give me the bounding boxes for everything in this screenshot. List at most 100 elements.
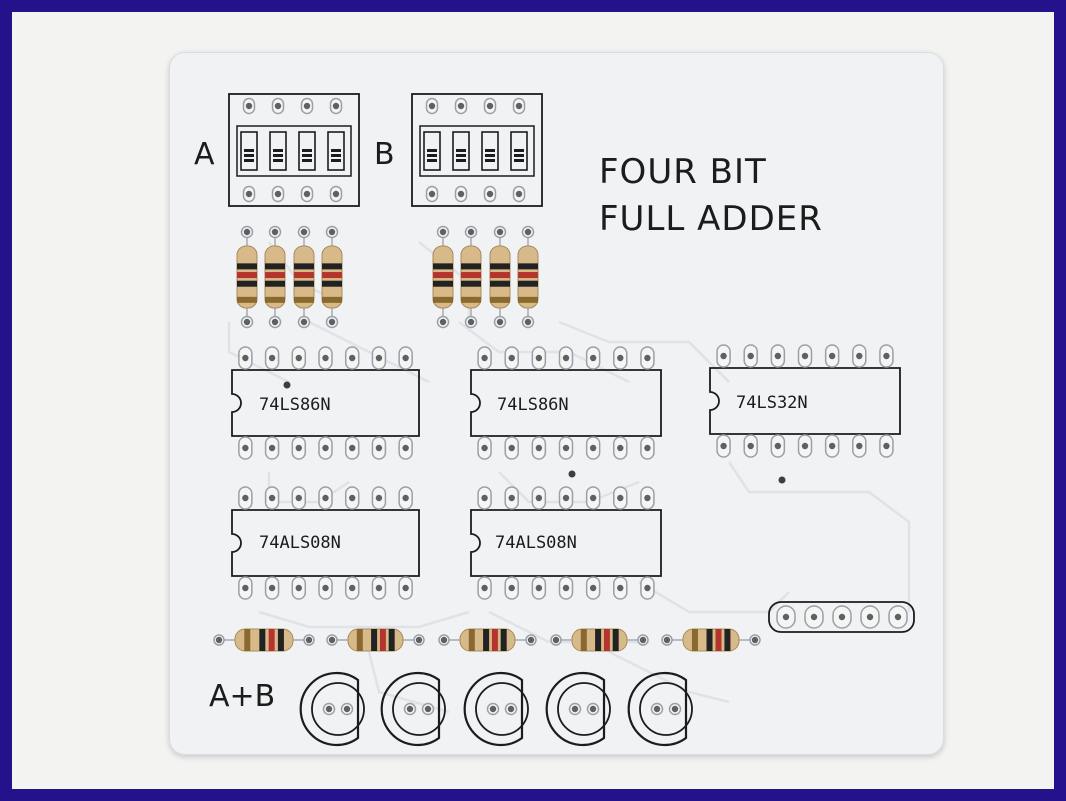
switch-toggle bbox=[298, 131, 316, 171]
solder-pad-hole bbox=[527, 636, 535, 644]
resistor-band bbox=[356, 629, 363, 651]
via bbox=[778, 476, 786, 484]
switch-toggle-mark bbox=[514, 149, 524, 152]
switch-toggle-mark bbox=[485, 149, 495, 152]
solder-pad-hole bbox=[415, 636, 423, 644]
resistor-led bbox=[444, 628, 531, 652]
switch-toggle-mark bbox=[244, 159, 254, 162]
chip-footprint-74ls86n-2 bbox=[470, 369, 662, 437]
solder-pad-hole bbox=[428, 102, 436, 110]
solder-pad-hole bbox=[322, 494, 329, 502]
solder-pad-hole bbox=[644, 444, 651, 452]
solder-pad-hole bbox=[243, 228, 251, 236]
solder-pad-hole bbox=[747, 352, 754, 360]
led-ring bbox=[392, 682, 446, 736]
resistor-band bbox=[268, 629, 275, 651]
resistor-input-b bbox=[489, 232, 511, 322]
solder-pad-hole bbox=[375, 354, 383, 362]
resistor-band bbox=[518, 280, 538, 287]
chip-footprint-74ls86n-1 bbox=[231, 369, 420, 437]
resistor-band bbox=[603, 629, 610, 651]
solder-pad-hole bbox=[402, 444, 409, 452]
solder-pad-hole bbox=[343, 705, 351, 713]
switch-toggle-mark bbox=[485, 154, 495, 157]
solder-pad-hole bbox=[245, 102, 253, 110]
solder-pad-hole bbox=[552, 636, 560, 644]
solder-pad-hole bbox=[439, 228, 447, 236]
resistor-band bbox=[612, 629, 619, 651]
resistor-band bbox=[490, 263, 510, 270]
resistor-band bbox=[244, 629, 251, 651]
resistor-band bbox=[294, 296, 314, 303]
resistor-led bbox=[332, 628, 419, 652]
copper-trace bbox=[638, 580, 790, 614]
solder-pad-hole bbox=[883, 352, 890, 360]
solder-pad-hole bbox=[486, 190, 494, 198]
switch-toggle-mark bbox=[456, 154, 466, 157]
chip-outline bbox=[470, 369, 662, 437]
solder-pad-hole bbox=[571, 705, 579, 713]
resistor-led bbox=[556, 628, 643, 652]
solder-pad-hole bbox=[838, 613, 846, 621]
resistor-band bbox=[461, 280, 481, 287]
switch-toggle-mark bbox=[514, 159, 524, 162]
resistor-band bbox=[433, 263, 453, 270]
resistor-band bbox=[322, 280, 342, 287]
solder-pad-hole bbox=[300, 228, 308, 236]
label-sum-output: A+B bbox=[209, 679, 276, 714]
solder-pad-hole bbox=[720, 442, 727, 450]
solder-pad-hole bbox=[428, 190, 436, 198]
chip-outline bbox=[709, 367, 901, 435]
chip-outline bbox=[231, 369, 420, 437]
resistor-led bbox=[219, 628, 309, 652]
solder-pad-hole bbox=[481, 584, 488, 592]
solder-pad-hole bbox=[325, 705, 333, 713]
switch-toggle-mark bbox=[244, 154, 254, 157]
resistor-band bbox=[483, 629, 490, 651]
led-footprint bbox=[380, 671, 446, 747]
solder-pad-hole bbox=[515, 190, 523, 198]
switch-toggle bbox=[423, 131, 441, 171]
solder-pad-hole bbox=[271, 318, 279, 326]
switch-toggle-mark bbox=[456, 149, 466, 152]
dip-switch-a bbox=[228, 93, 360, 207]
resistor-band bbox=[491, 629, 498, 651]
solder-pad-hole bbox=[856, 442, 863, 450]
solder-pad-hole bbox=[508, 494, 515, 502]
solder-pad-hole bbox=[524, 228, 532, 236]
pin-header bbox=[768, 601, 915, 633]
resistor-band bbox=[265, 296, 285, 303]
pcb-artwork bbox=[213, 93, 915, 747]
resistor-led bbox=[667, 628, 755, 652]
solder-pad-hole bbox=[274, 190, 282, 198]
via bbox=[283, 381, 291, 389]
solder-pad-hole bbox=[617, 444, 624, 452]
resistor-band bbox=[294, 272, 314, 279]
copper-trace bbox=[608, 650, 730, 704]
chip-label-74als08n-2: 74ALS08N bbox=[495, 533, 577, 553]
solder-pad-hole bbox=[439, 318, 447, 326]
switch-toggle-mark bbox=[273, 149, 283, 152]
solder-pad-hole bbox=[481, 494, 488, 502]
solder-pad-hole bbox=[535, 584, 543, 592]
resistor-band bbox=[500, 629, 507, 651]
solder-pad-hole bbox=[801, 352, 809, 360]
resistor-band bbox=[322, 272, 342, 279]
switch-toggle-mark bbox=[331, 159, 341, 162]
solder-pad-hole bbox=[535, 494, 543, 502]
solder-pad-hole bbox=[328, 636, 336, 644]
via bbox=[568, 470, 576, 478]
solder-pad-hole bbox=[589, 705, 597, 713]
solder-pad-hole bbox=[243, 318, 251, 326]
solder-pad-hole bbox=[481, 444, 488, 452]
chip-label-74ls86n-1: 74LS86N bbox=[259, 395, 331, 415]
solder-pad-hole bbox=[402, 354, 409, 362]
solder-pad-hole bbox=[424, 705, 432, 713]
solder-pad-hole bbox=[303, 190, 311, 198]
copper-trace bbox=[267, 472, 350, 504]
chip-label-74ls86n-2: 74LS86N bbox=[497, 395, 569, 415]
resistor-band bbox=[237, 280, 257, 287]
solder-pad-hole bbox=[496, 318, 504, 326]
solder-pad-hole bbox=[644, 584, 651, 592]
led-outline bbox=[545, 671, 606, 747]
